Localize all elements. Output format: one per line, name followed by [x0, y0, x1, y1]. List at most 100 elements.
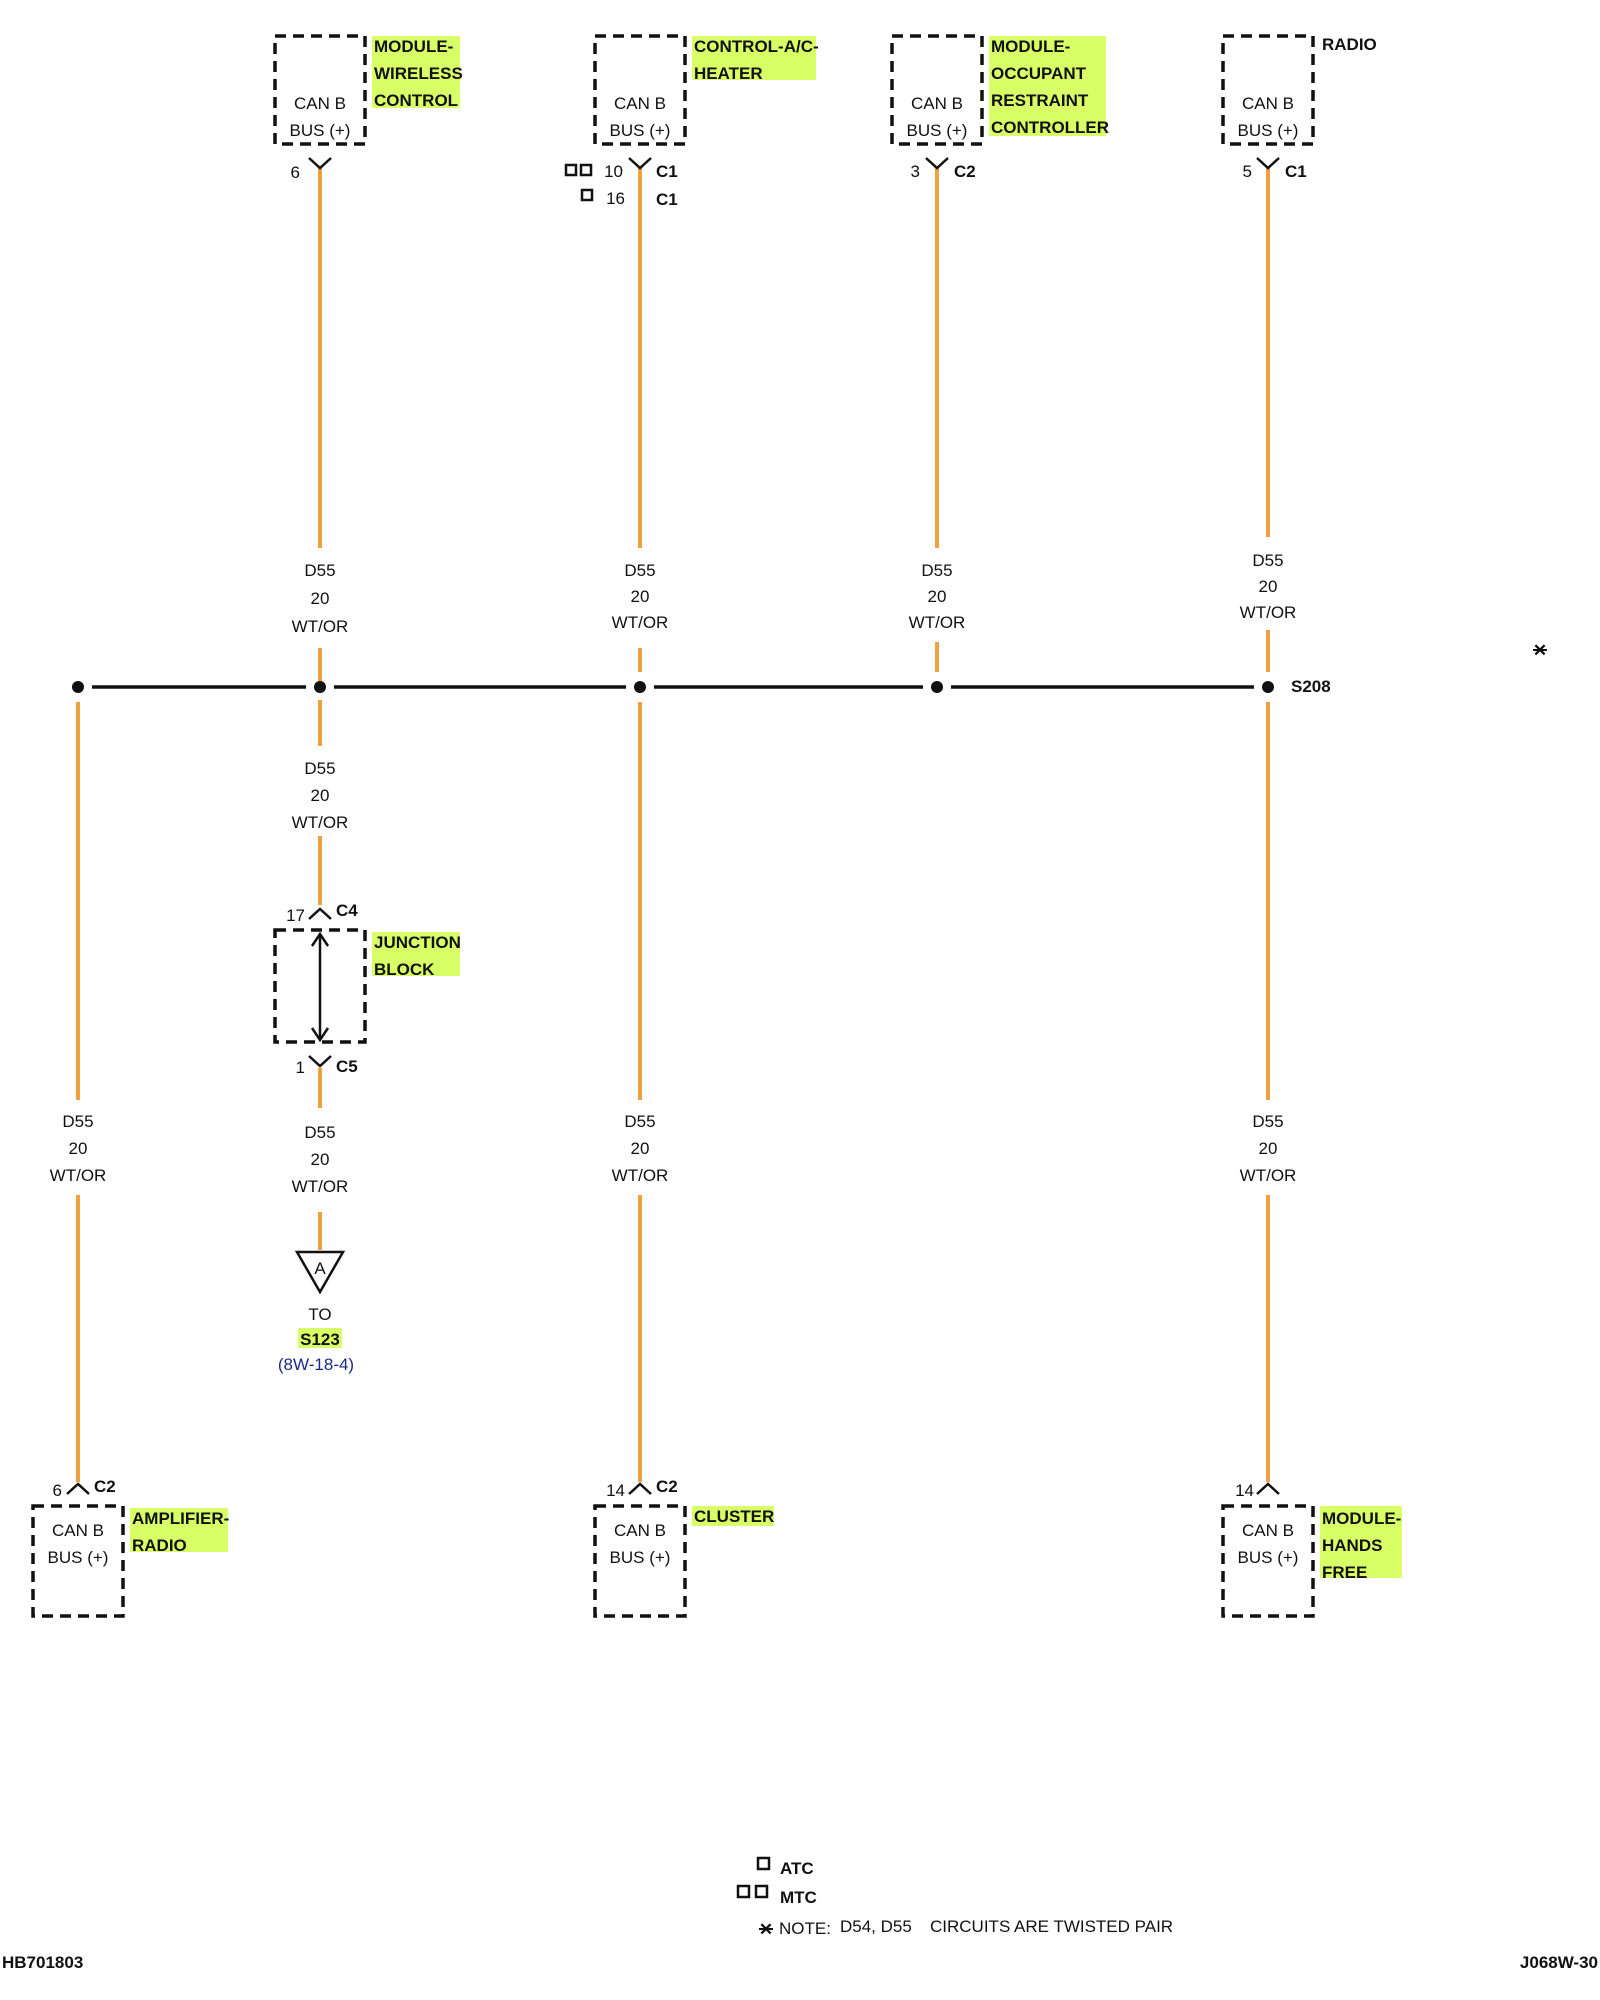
legend: ATC MTC ✕ NOTE: D54, D55 CIRCUITS ARE TW… [736, 1856, 1173, 1939]
pin-chevron-icon [1256, 157, 1280, 170]
twisted-pair-icon: ✕ [1533, 641, 1547, 660]
page-reference-link[interactable]: (8W-18-4) [278, 1355, 354, 1374]
module-box [1221, 34, 1315, 146]
can-bus-label: BUS (+) [610, 1548, 671, 1567]
splice-label: S123 [300, 1330, 340, 1349]
wire-color: WT/OR [1240, 603, 1297, 622]
connector-id: C5 [336, 1057, 358, 1076]
pin-chevron-icon [308, 907, 332, 920]
diagram-id-right: J068W-30 [1520, 1953, 1598, 1972]
wire-gauge: 20 [631, 1139, 650, 1158]
circuit-id: D55 [624, 561, 655, 580]
wire-gauge: 20 [1259, 1139, 1278, 1158]
wire-gauge: 20 [311, 1150, 330, 1169]
wire-color: WT/OR [612, 1166, 669, 1185]
module-name: FREE [1322, 1563, 1367, 1582]
circuit-id: D55 [1252, 1112, 1283, 1131]
module-name: MODULE- [1322, 1509, 1401, 1528]
wire-color: WT/OR [1240, 1166, 1297, 1185]
pin-number: 14 [1235, 1481, 1254, 1500]
wire-color: WT/OR [909, 613, 966, 632]
wire-label-hvac-upper: D55 20 WT/OR [612, 561, 669, 632]
name-highlight [989, 36, 1106, 136]
pin-number: 10 [604, 162, 623, 181]
single-square-icon [756, 1856, 771, 1871]
pin-number: 17 [286, 906, 305, 925]
module-wireless-control[interactable]: CAN B BUS (+) 6 MODULE- WIRELESS CONTROL [273, 34, 463, 182]
wire-label-radio-upper: D55 20 WT/OR [1240, 551, 1297, 622]
module-name: CONTROL [374, 91, 458, 110]
can-bus-label: CAN B [614, 1521, 666, 1540]
module-box [890, 34, 984, 146]
connector-letter: A [314, 1259, 326, 1278]
name-highlight [692, 1506, 774, 1526]
junction-block[interactable]: 17 C4 1 C5 JUNCTION BLOCK [273, 901, 461, 1077]
can-bus-label: CAN B [52, 1521, 104, 1540]
pin-chevron-icon [66, 1482, 90, 1495]
double-square-icon [754, 1884, 769, 1899]
can-bus-label: CAN B [614, 94, 666, 113]
module-amplifier-radio[interactable]: 6 C2 CAN B BUS (+) AMPLIFIER- RADIO [31, 1477, 229, 1618]
module-name: MODULE- [374, 37, 453, 56]
module-cluster[interactable]: 14 C2 CAN B BUS (+) CLUSTER [593, 1477, 774, 1618]
atc-square-icon [580, 188, 594, 202]
pin-number: 5 [1243, 162, 1252, 181]
module-box [31, 1504, 125, 1618]
circuit-id: D55 [921, 561, 952, 580]
module-name: RADIO [1322, 35, 1377, 54]
splice-dot [931, 681, 943, 693]
can-bus-label: CAN B [1242, 94, 1294, 113]
wire-gauge: 20 [928, 587, 947, 606]
module-box [593, 34, 687, 146]
arrow-down-icon [310, 1027, 330, 1043]
legend-mtc-label: MTC [780, 1888, 817, 1907]
name-highlight [1320, 1506, 1402, 1578]
mtc-square-icon [579, 163, 593, 177]
wire-gauge: 20 [311, 589, 330, 608]
name-highlight [298, 1328, 342, 1348]
wire-label-wireless-upper: D55 20 WT/OR [292, 561, 349, 636]
can-bus-label: BUS (+) [1238, 121, 1299, 140]
name-highlight [130, 1508, 228, 1552]
pin-chevron-icon [1256, 1482, 1280, 1495]
circuit-id: D55 [62, 1112, 93, 1131]
arrow-up-icon [310, 931, 330, 947]
wire-label-cluster: D55 20 WT/OR [612, 1112, 669, 1185]
pin-number: 6 [291, 163, 300, 182]
module-ac-heater-control[interactable]: CAN B BUS (+) 10 C1 16 C1 CONTROL-A/C- H… [564, 34, 819, 209]
name-highlight [372, 36, 460, 108]
pin-chevron-icon [308, 1055, 332, 1068]
name-highlight [692, 36, 816, 80]
connector-id: C1 [1285, 162, 1307, 181]
splice-label: S208 [1291, 677, 1331, 696]
circuit-id: D55 [304, 561, 335, 580]
module-hands-free[interactable]: 14 CAN B BUS (+) MODULE- HANDS FREE [1221, 1481, 1402, 1618]
module-name: RESTRAINT [991, 91, 1089, 110]
connector-id: C1 [656, 190, 678, 209]
connector-id: C4 [336, 901, 358, 920]
can-bus-label: CAN B [1242, 1521, 1294, 1540]
legend-atc-label: ATC [780, 1859, 814, 1878]
circuit-id: D55 [624, 1112, 655, 1131]
module-radio[interactable]: CAN B BUS (+) 5 C1 RADIO [1221, 34, 1377, 181]
wire-color: WT/OR [292, 1177, 349, 1196]
module-box [1221, 1504, 1315, 1618]
wire-labels: D55 20 WT/OR D55 20 WT/OR D55 20 WT/OR D… [50, 551, 1297, 1196]
module-occupant-restraint-controller[interactable]: CAN B BUS (+) 3 C2 MODULE- OCCUPANT REST… [890, 34, 1109, 181]
module-name: WIRELESS [374, 64, 463, 83]
wire-label-handsfree: D55 20 WT/OR [1240, 1112, 1297, 1185]
pin-chevron-icon [628, 157, 652, 170]
can-bus-label: BUS (+) [48, 1548, 109, 1567]
pin-chevron-icon [925, 157, 949, 170]
wire-label-orc-upper: D55 20 WT/OR [909, 561, 966, 632]
module-name: CONTROLLER [991, 118, 1109, 137]
module-name: CONTROL-A/C- [694, 37, 819, 56]
diagram-id-left: HB701803 [2, 1953, 83, 1972]
splice-dot [72, 681, 84, 693]
module-name: HANDS [1322, 1536, 1382, 1555]
wire-color: WT/OR [612, 613, 669, 632]
offpage-connector[interactable]: A TO S123 (8W-18-4) [278, 1250, 354, 1374]
pin-number: 1 [296, 1058, 305, 1077]
can-bus-label: BUS (+) [1238, 1548, 1299, 1567]
